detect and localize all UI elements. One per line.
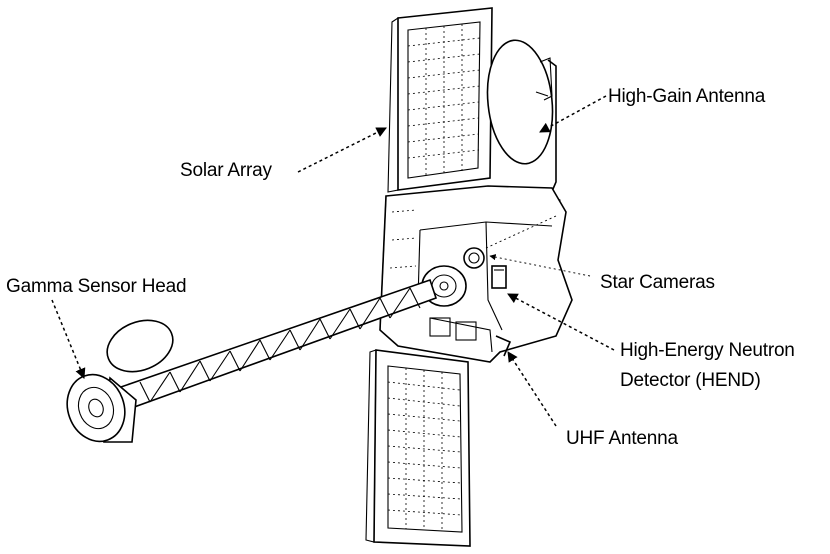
uhf-antenna (495, 335, 512, 357)
solar-array-leader (297, 127, 387, 173)
high-gain-antenna-dish (486, 39, 561, 211)
star-cameras (463, 247, 507, 289)
leader-lines (51, 95, 615, 427)
high-gain-antenna-leader (539, 95, 607, 133)
spacecraft-bus (379, 185, 573, 363)
hend-label-line-1: High-Energy Neutron (620, 340, 795, 361)
gamma-sensor-head-label: Gamma Sensor Head (6, 276, 187, 297)
boom-lattice (139, 287, 421, 403)
high-gain-antenna-label: High-Gain Antenna (608, 86, 766, 107)
gamma-sensor-head (66, 319, 174, 443)
star-cameras-leader-1 (489, 254, 591, 277)
hend-leader (507, 293, 615, 351)
upper-solar-cells (407, 24, 481, 176)
solar-array-label: Solar Array (180, 160, 272, 181)
uhf-antenna-label: UHF Antenna (566, 428, 678, 449)
upper-solar-panel (387, 7, 493, 193)
uhf-antenna-leader (507, 351, 557, 427)
gamma-sensor-head-leader (51, 299, 86, 379)
hend-label-line-2: Detector (HEND) (620, 370, 761, 391)
lower-solar-panel (365, 349, 471, 547)
star-cameras-label: Star Cameras (600, 272, 715, 293)
lower-solar-cells (387, 368, 463, 531)
